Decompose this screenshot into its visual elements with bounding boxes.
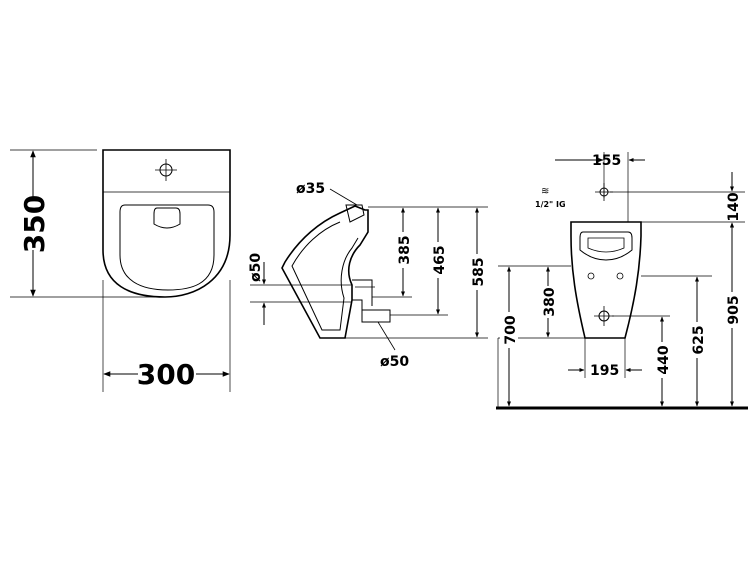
front-view: 350 300 [10,149,231,392]
side-view: ø35 ø50 ø50 385 465 585 [248,181,488,370]
dim-label-380: 380 [542,287,558,316]
dim-label-155: 155 [592,153,621,169]
dim-label-140: 140 [726,192,742,221]
urinal-install-opening-inner [587,237,625,253]
label-bg-700 [500,312,518,348]
dim-label-o50-bottom: ø50 [380,354,409,370]
label-bg-385 [394,232,412,268]
dim-label-350: 350 [18,195,51,253]
label-bg-465 [429,242,447,278]
leader-o35 [329,188,358,206]
label-bg-440 [653,342,671,378]
install-view: ≋ 1/2" IG 155 140 380 700 195 [496,152,748,410]
water-supply-icon: ≋ [541,186,549,197]
dim-label-o50-side: ø50 [248,253,264,282]
dim-label-585: 585 [471,257,487,286]
urinal-front-outline [102,149,231,298]
urinal-front-bowl [119,204,215,291]
dim-label-o35: ø35 [296,181,325,197]
dim-label-440: 440 [656,345,672,374]
label-bg-585 [468,254,486,290]
urinal-side-spreader [345,204,365,223]
dim-label-700: 700 [503,315,519,344]
urinal-front-spreader [153,207,181,229]
dim-label-905: 905 [726,295,742,324]
leader-o50-bottom [377,321,396,351]
dim-label-625: 625 [691,325,707,354]
label-bg-380 [539,286,557,318]
dim-label-385: 385 [397,235,413,264]
side-drain-elbow [352,279,391,323]
sensor-right [616,272,624,280]
dim-label-195: 195 [590,363,619,379]
urinal-install-opening [579,231,633,261]
thread-label: 1/2" IG [535,200,566,209]
urinal-side-bowl [291,221,359,331]
sensor-left [587,272,595,280]
label-bg-905 [723,292,741,328]
label-bg-625 [688,322,706,358]
label-bg-300 [138,358,196,388]
label-bg-350 [20,200,48,250]
urinal-side-outline [281,205,369,339]
dim-label-465: 465 [432,245,448,274]
dim-label-300: 300 [137,358,195,391]
